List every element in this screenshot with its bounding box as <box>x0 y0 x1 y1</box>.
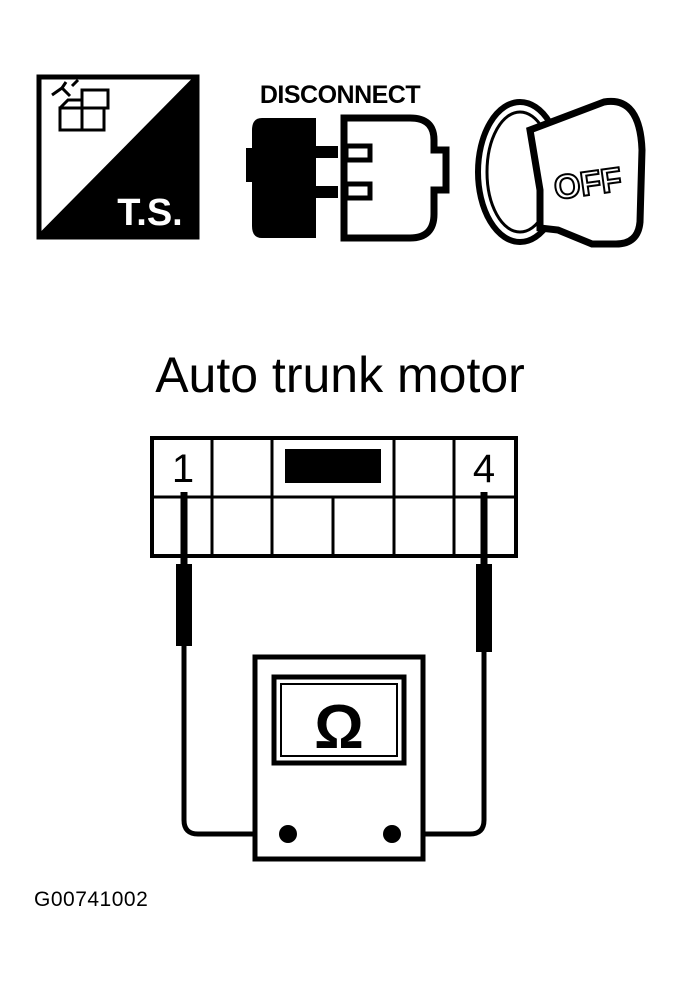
connector-face <box>150 436 518 558</box>
terminal-4-label: 4 <box>473 447 495 491</box>
meter-jack-left <box>279 825 297 843</box>
right-probe <box>392 492 492 837</box>
diagram-title: Auto trunk motor <box>155 347 525 403</box>
ignition-off-label: OFF <box>552 160 625 207</box>
connector-plug-icon <box>246 118 338 238</box>
component-box-icon <box>58 88 110 132</box>
ohmmeter: Ω <box>252 654 426 862</box>
ignition-off-icon: OFF <box>475 97 646 248</box>
ts-label: T.S. <box>117 192 182 234</box>
disconnect-label: DISCONNECT <box>260 81 421 109</box>
connector-lock-tab <box>285 449 381 483</box>
ohmmeter-display <box>271 674 407 766</box>
terminal-1-label: 1 <box>172 447 194 491</box>
left-probe <box>176 492 288 837</box>
meter-jack-right <box>383 825 401 843</box>
connector-socket-icon <box>340 114 450 242</box>
key-icon <box>526 97 646 248</box>
disconnect-icon: DISCONNECT <box>246 81 450 242</box>
probe-icon <box>51 78 80 98</box>
figure-id: G00741002 <box>34 888 149 911</box>
ohm-symbol: Ω <box>314 693 364 762</box>
troubleshooting-icon: T.S. <box>36 74 200 240</box>
